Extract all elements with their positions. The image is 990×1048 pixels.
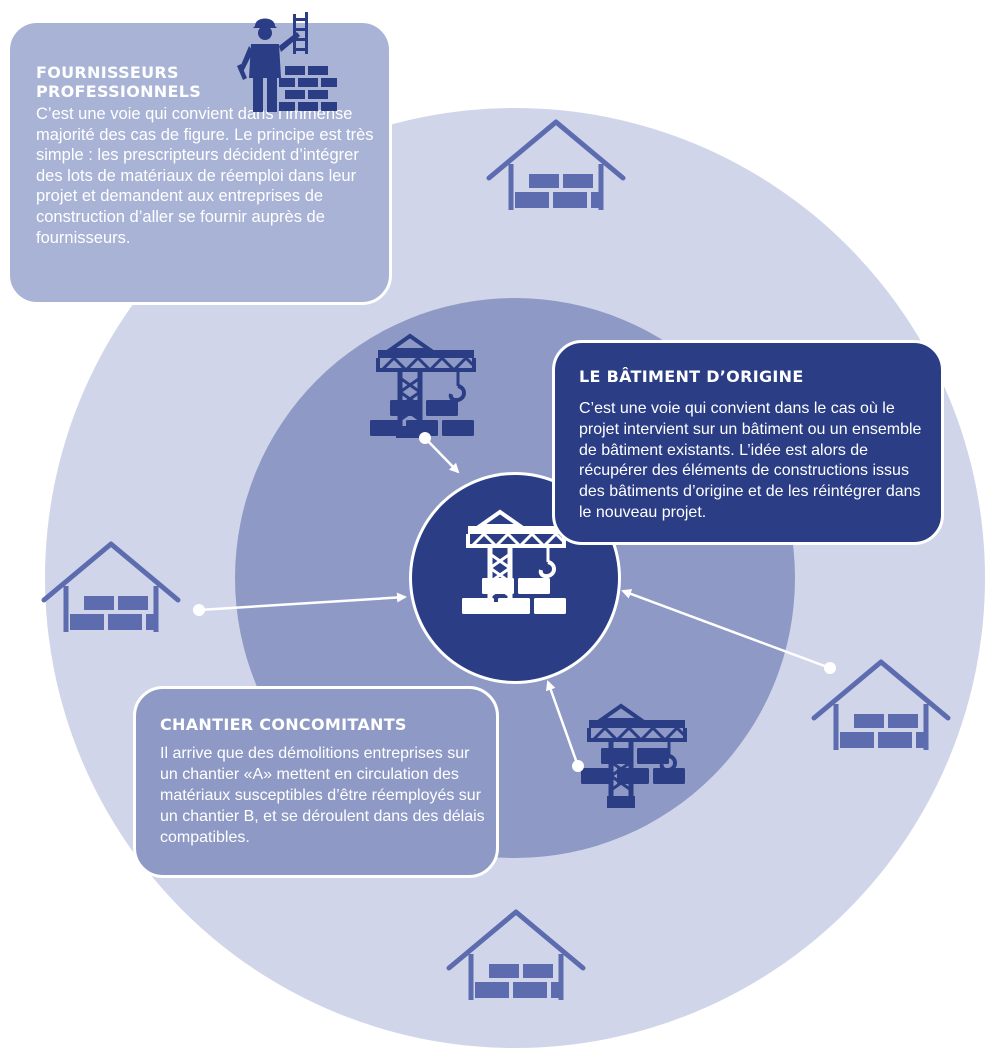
card-title: LE BÂTIMENT D’ORIGINE <box>579 367 804 386</box>
arrow-lower-crane-to-center <box>545 680 584 772</box>
card-text: C’est une voie qui convient dans le cas … <box>579 400 922 521</box>
card-chantier-concomitants: CHANTIER CONCOMITANTS Il arrive que des … <box>133 686 499 878</box>
card-title: CHANTIER CONCOMITANTS <box>160 715 407 734</box>
card-title: FOURNISSEURS PROFESSIONNELS <box>36 63 202 101</box>
arrow-left-warehouse-to-center <box>193 592 407 616</box>
card-fournisseurs-professionnels: FOURNISSEURS PROFESSIONNELS C’est une vo… <box>7 20 392 305</box>
arrow-crane-to-center <box>419 432 460 474</box>
arrow-right-warehouse-to-center <box>621 589 836 674</box>
card-text: Il arrive que des démolitions entreprise… <box>160 745 485 846</box>
card-text: C’est une voie qui convient dans l’immen… <box>36 105 374 247</box>
construction-worker-icon <box>237 12 337 112</box>
card-batiment-origine: LE BÂTIMENT D’ORIGINE C’est une voie qui… <box>552 340 944 545</box>
